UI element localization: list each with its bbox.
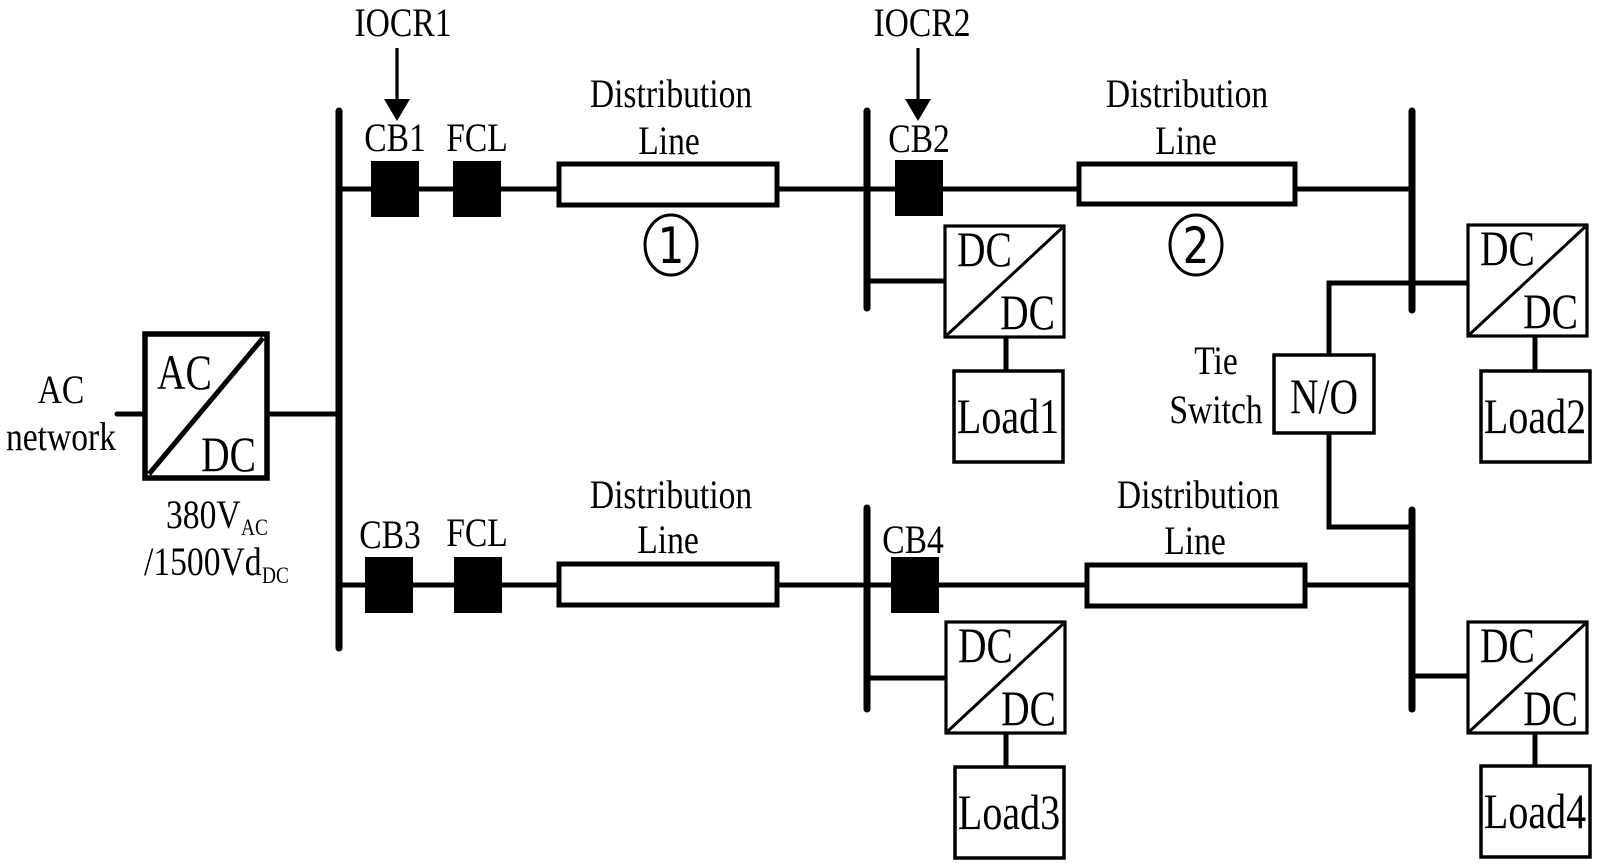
dc-dc-converter-3-diagonal bbox=[946, 622, 1065, 733]
distribution-line-4-label-line2: Line bbox=[1164, 518, 1226, 562]
distribution-line-2-label-line2: Line bbox=[1155, 118, 1217, 162]
distribution-line-symbols bbox=[556, 161, 1308, 609]
rating-line1-sub: AC bbox=[241, 514, 268, 540]
fcl2-symbol bbox=[454, 557, 502, 613]
tie-switch-box bbox=[1272, 353, 1376, 435]
distribution-line-2-symbol bbox=[1076, 161, 1298, 207]
load-3: Load3 bbox=[953, 765, 1066, 860]
tie-switch-lower-wire bbox=[1326, 431, 1412, 530]
load-4-box bbox=[1479, 764, 1592, 859]
ac-network-label: AC network bbox=[6, 367, 117, 458]
load-4-label: Load4 bbox=[1484, 784, 1586, 839]
iocr2-label: IOCR2 bbox=[873, 0, 970, 44]
cb3-label: CB3 bbox=[359, 512, 421, 556]
rating-line2-main: /1500Vd bbox=[144, 539, 262, 583]
dc-dc-converter-1-input-label: DC bbox=[957, 222, 1012, 277]
feeder-number-1-digit: 1 bbox=[658, 216, 685, 274]
load-1-box bbox=[952, 369, 1065, 464]
dc-dc-converter-2-diagonal bbox=[1468, 225, 1587, 336]
cb3-symbol bbox=[365, 557, 413, 613]
tie-switch-state-label: N/O bbox=[1290, 369, 1358, 424]
dc-dc-converter-2-input-label: DC bbox=[1480, 221, 1535, 276]
cb1-symbol bbox=[371, 161, 419, 217]
distribution-line-4-label-line1: Distribution bbox=[1117, 472, 1279, 516]
load-4: Load4 bbox=[1479, 764, 1592, 859]
dc-dc-converter-1-diagonal bbox=[945, 226, 1064, 337]
dc-dc-converter-3-output-label: DC bbox=[1001, 681, 1056, 736]
dc-dc-converter-1: DC DC bbox=[943, 222, 1066, 340]
distribution-line-3-label-line2: Line bbox=[637, 517, 699, 561]
ac-network-label-line1: AC bbox=[38, 367, 85, 411]
load-2-box bbox=[1479, 369, 1592, 464]
dc-dc-converter-2: DC DC bbox=[1466, 221, 1589, 339]
dc-dc-converter-4: DC DC bbox=[1466, 618, 1589, 736]
iocr2-arrow-head bbox=[905, 99, 931, 121]
load-1-label: Load1 bbox=[957, 389, 1059, 444]
ac-dc-converter-ac-label: AC bbox=[157, 345, 212, 400]
dc-dc-converter-3: DC DC bbox=[944, 618, 1067, 736]
feeder-number-2-circle bbox=[1168, 213, 1224, 277]
load-2-label: Load2 bbox=[1484, 389, 1586, 444]
feeder-number-1-circle bbox=[643, 213, 699, 277]
distribution-line-3-label-line1: Distribution bbox=[590, 472, 752, 516]
load-1: Load1 bbox=[952, 369, 1065, 464]
bus3-converter2-tap-wire bbox=[1326, 280, 1470, 357]
ac-dc-converter: AC DC bbox=[142, 331, 270, 482]
ac-dc-converter-dc-label: DC bbox=[201, 427, 256, 482]
cb1-label: CB1 bbox=[364, 115, 426, 159]
cb2-label: CB2 bbox=[888, 116, 950, 160]
feeder-number-2: 2 bbox=[1168, 213, 1224, 277]
distribution-line-2-label-line1: Distribution bbox=[1106, 71, 1268, 115]
cb4-label: CB4 bbox=[882, 517, 944, 561]
distribution-line-labels: Distribution Line Distribution Line Dist… bbox=[590, 71, 1279, 562]
fcl1-symbol bbox=[453, 161, 501, 217]
distribution-line-1-symbol bbox=[556, 161, 780, 208]
load-2: Load2 bbox=[1479, 369, 1592, 464]
rating-line2-sub: DC bbox=[262, 562, 289, 588]
tie-switch-label-line2: Switch bbox=[1169, 387, 1262, 431]
tie-switch: N/O Tie Switch bbox=[1169, 338, 1376, 435]
distribution-line-1-label-line2: Line bbox=[638, 118, 700, 162]
cb2-symbol bbox=[895, 160, 943, 216]
fcl2-label: FCL bbox=[446, 510, 508, 554]
iocr1-label: IOCR1 bbox=[354, 0, 451, 44]
rating-line1-main: 380V bbox=[166, 492, 241, 536]
distribution-line-4-symbol bbox=[1084, 562, 1308, 609]
relay-iocr2: IOCR2 bbox=[873, 0, 971, 121]
bus-bars bbox=[335, 107, 1416, 713]
dc-dc-converter-3-input-label: DC bbox=[958, 618, 1013, 673]
distribution-line-3-symbol bbox=[556, 561, 780, 608]
dc-dc-converter-2-output-label: DC bbox=[1523, 284, 1578, 339]
tie-switch-label-line1: Tie bbox=[1194, 338, 1238, 382]
fcl1-label: FCL bbox=[446, 115, 508, 159]
feeder-number-2-digit: 2 bbox=[1183, 216, 1210, 274]
breaker-squares bbox=[365, 160, 943, 613]
distribution-line-1-label-line1: Distribution bbox=[590, 71, 752, 115]
dc-dc-converter-1-output-label: DC bbox=[1000, 285, 1055, 340]
cb4-symbol bbox=[891, 557, 939, 613]
load-3-label: Load3 bbox=[958, 785, 1060, 840]
iocr1-arrow-head bbox=[384, 99, 410, 121]
dc-dc-converter-4-diagonal bbox=[1468, 622, 1587, 733]
dc-dc-converter-4-input-label: DC bbox=[1480, 618, 1535, 673]
converter-rating-label: 380V AC /1500Vd DC bbox=[144, 492, 289, 588]
feeder-number-1: 1 bbox=[643, 213, 699, 277]
ac-network-label-line2: network bbox=[6, 414, 117, 458]
load-3-box bbox=[953, 765, 1066, 860]
breaker-labels: CB1 FCL CB2 CB3 FCL CB4 bbox=[359, 115, 950, 561]
dc-dc-converter-4-output-label: DC bbox=[1523, 681, 1578, 736]
ac-dc-converter-diagonal bbox=[147, 336, 265, 476]
relay-iocr1: IOCR1 bbox=[354, 0, 452, 121]
